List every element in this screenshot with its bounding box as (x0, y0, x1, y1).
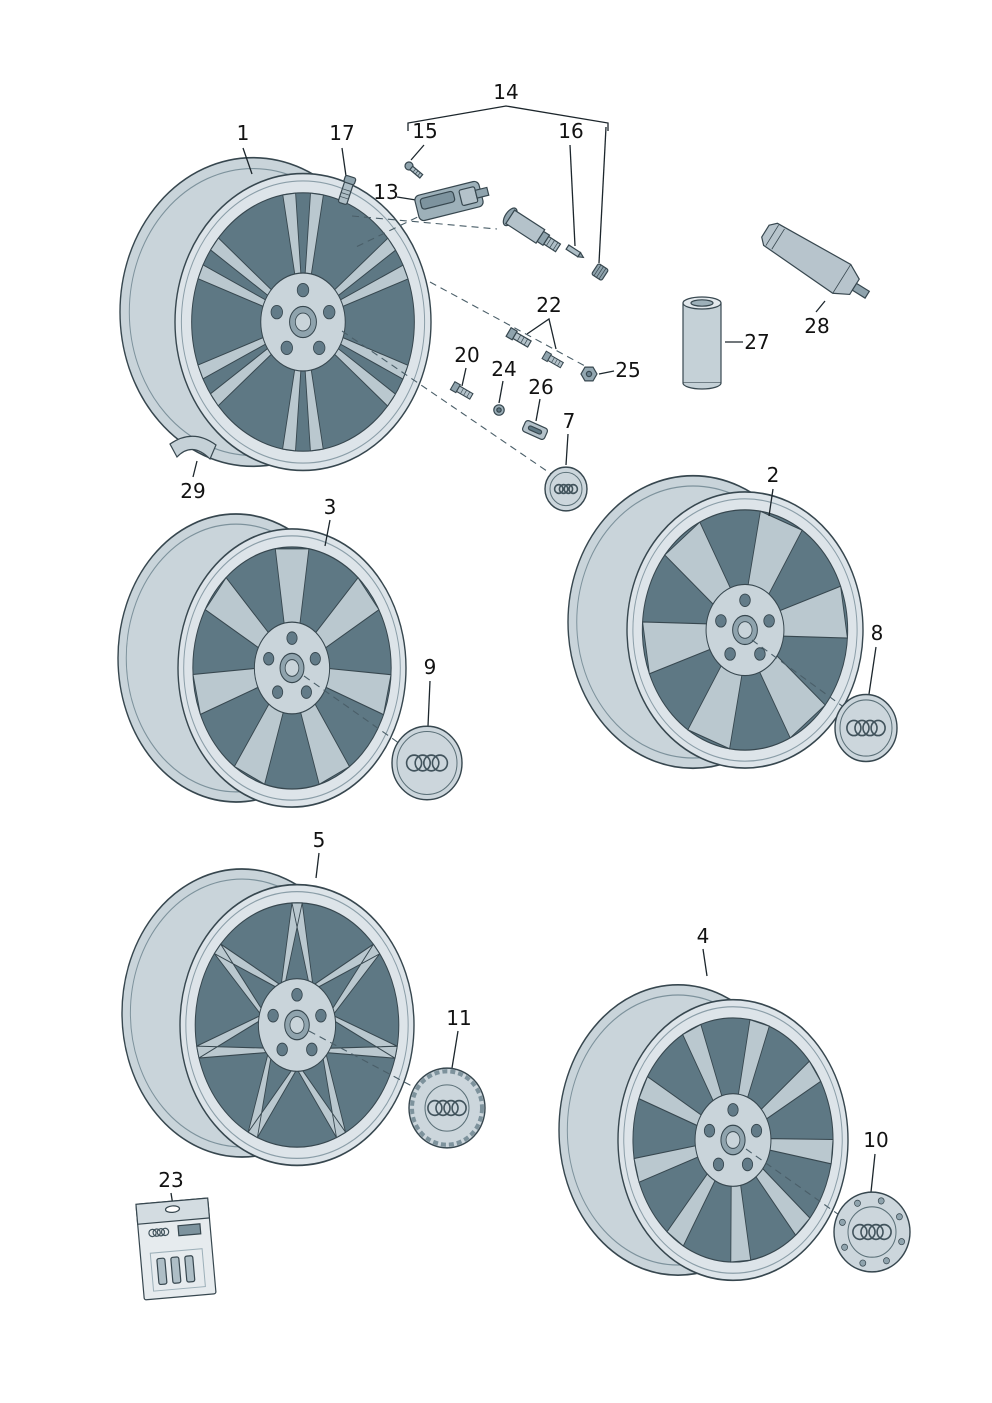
part-label-7[interactable]: 7 (562, 409, 576, 433)
part-label-8[interactable]: 8 (870, 621, 884, 645)
wheel-spokes (642, 510, 848, 750)
leader-24 (498, 380, 504, 404)
wheel-spokes (197, 192, 409, 452)
part-label-27[interactable]: 27 (744, 330, 770, 354)
part-label-16[interactable]: 16 (558, 119, 584, 143)
leader-26 (535, 398, 541, 422)
hub-cap-11 (408, 1067, 486, 1149)
leader-9 (427, 680, 431, 727)
tire-pressure-sensor-13 (414, 180, 490, 222)
bolt-22b (541, 350, 565, 370)
valve-cap-16 (591, 263, 609, 281)
valve-body-14 (502, 207, 562, 253)
wheel-spokes (633, 1019, 834, 1263)
audi-rings-icon (852, 1223, 892, 1241)
part-label-13[interactable]: 13 (373, 180, 399, 204)
leader-16b (598, 126, 607, 264)
leader-15 (410, 144, 425, 161)
clip-26 (521, 419, 549, 441)
part-label-2[interactable]: 2 (766, 463, 780, 487)
part-label-29[interactable]: 29 (180, 479, 206, 503)
bracket-22 (526, 317, 557, 350)
alloy-wheel-4 (558, 983, 849, 1282)
hub-cap-8 (834, 693, 898, 763)
part-label-15[interactable]: 15 (412, 119, 438, 143)
repair-kit-23 (135, 1197, 217, 1301)
wheels-layer (117, 156, 864, 1282)
leader-4 (702, 948, 708, 977)
audi-rings-icon (553, 483, 579, 495)
leader-20 (461, 367, 467, 387)
leader-1 (242, 147, 253, 175)
part-label-14[interactable]: 14 (493, 80, 519, 104)
part-label-25[interactable]: 25 (615, 358, 641, 382)
screw-15 (404, 161, 424, 179)
part-label-10[interactable]: 10 (863, 1128, 889, 1152)
adhesive-tube-28 (761, 222, 871, 299)
balance-weight-29 (169, 435, 217, 461)
part-label-5[interactable]: 5 (312, 828, 326, 852)
leader-16 (569, 144, 576, 247)
sealant-canister-27 (682, 296, 722, 390)
part-label-11[interactable]: 11 (446, 1006, 472, 1030)
alloy-wheel-5 (121, 868, 415, 1167)
hub-caps-layer (391, 466, 911, 1273)
small-parts (135, 161, 871, 1301)
part-label-28[interactable]: 28 (804, 314, 830, 338)
part-label-23[interactable]: 23 (158, 1168, 184, 1192)
leader-2 (768, 488, 774, 517)
hub-cap-9 (391, 725, 463, 801)
leader-11 (451, 1030, 459, 1069)
alignment-lines (303, 211, 850, 1218)
hub-cap-7 (544, 466, 588, 512)
hub-cap-10 (833, 1191, 911, 1273)
audi-rings-icon (148, 1227, 170, 1238)
leader-13 (396, 196, 417, 201)
leader-10 (870, 1153, 876, 1193)
alloy-wheel-1 (119, 156, 432, 472)
leader-28 (815, 300, 826, 313)
part-label-4[interactable]: 4 (696, 924, 710, 948)
leader-17 (341, 147, 347, 177)
part-label-9[interactable]: 9 (423, 655, 437, 679)
audi-rings-icon (405, 754, 449, 772)
part-label-24[interactable]: 24 (491, 357, 517, 381)
alloy-wheel-2 (567, 474, 864, 770)
leader-25 (598, 370, 615, 375)
leader-5 (315, 852, 320, 879)
part-label-1[interactable]: 1 (236, 121, 250, 145)
wheel-spokes (192, 548, 392, 786)
leader-7 (565, 433, 569, 466)
leader-3 (324, 519, 331, 547)
part-label-3[interactable]: 3 (323, 495, 337, 519)
valve-core-16 (565, 244, 585, 259)
alloy-wheel-3 (117, 513, 407, 808)
nut-24 (493, 404, 505, 416)
valve-cap-25 (580, 366, 598, 382)
part-label-22[interactable]: 22 (536, 293, 562, 317)
wheel-spokes (196, 902, 398, 1139)
bracket-14 (407, 105, 609, 131)
leader-lines (170, 105, 877, 1218)
part-label-17[interactable]: 17 (329, 121, 355, 145)
part-label-26[interactable]: 26 (528, 375, 554, 399)
audi-rings-icon (427, 1099, 467, 1117)
part-label-20[interactable]: 20 (454, 343, 480, 367)
valve-stem-17 (337, 175, 357, 205)
leader-29 (192, 460, 198, 478)
audi-rings-icon (846, 719, 886, 737)
leader-8 (868, 646, 877, 695)
